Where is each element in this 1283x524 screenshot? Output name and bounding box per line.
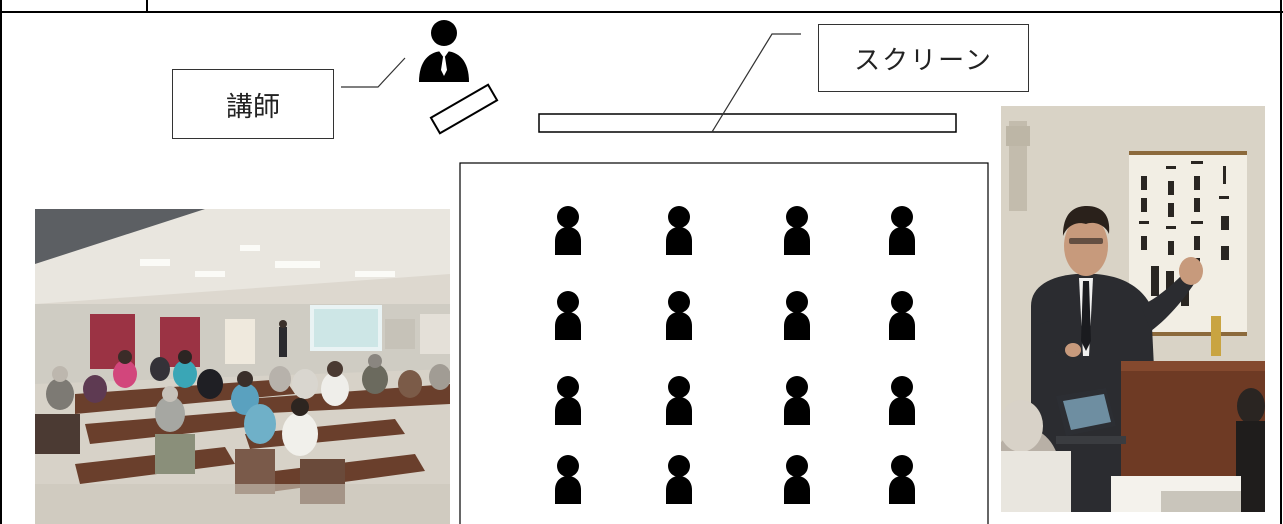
audience-person-icon — [555, 206, 581, 255]
audience-person-icon — [666, 206, 692, 255]
audience-person-icon — [784, 206, 810, 255]
audience-person-icon — [666, 291, 692, 340]
audience-person-icon — [555, 291, 581, 340]
screen-label-box: スクリーン — [818, 24, 1029, 92]
screen-connector-line — [711, 33, 801, 133]
screen-bar — [538, 113, 957, 133]
audience-person-icon — [889, 455, 915, 504]
screen-label: スクリーン — [854, 45, 993, 76]
lecturer-label: 講師 — [226, 91, 280, 123]
audience-person-icon — [555, 376, 581, 425]
classroom-photo — [35, 209, 450, 524]
lecturer-label-box: 講師 — [172, 69, 334, 139]
lecturer-photo — [1001, 106, 1265, 512]
audience-person-icon — [889, 206, 915, 255]
audience-person-icon — [784, 455, 810, 504]
audience-grid — [555, 206, 915, 504]
audience-person-icon — [666, 376, 692, 425]
audience-person-icon — [784, 291, 810, 340]
lecturer-connector-line — [341, 57, 406, 88]
audience-person-icon — [784, 376, 810, 425]
audience-person-icon — [666, 455, 692, 504]
audience-person-icon — [555, 455, 581, 504]
audience-person-icon — [889, 291, 915, 340]
audience-person-icon — [889, 376, 915, 425]
lecturer-icon — [419, 20, 469, 82]
lecturer-desk — [429, 83, 499, 135]
